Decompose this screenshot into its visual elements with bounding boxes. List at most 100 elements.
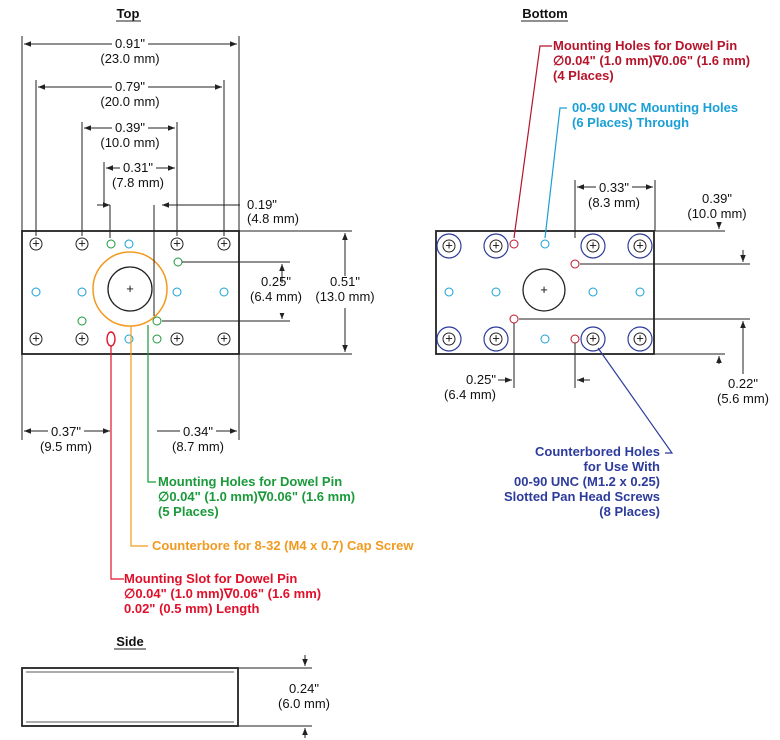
svg-text:+: + [636,331,644,346]
blue-leader [597,347,674,454]
dim-0.19-mm: (4.8 mm) [247,211,299,226]
blue-callout: Counterbored Holes for Use With 00-90 UN… [504,444,660,519]
svg-text:(8 Places): (8 Places) [599,504,660,519]
svg-text:∅0.04" (1.0 mm)∇0.06" (1.6 mm): ∅0.04" (1.0 mm)∇0.06" (1.6 mm) [124,586,321,601]
svg-text:+: + [445,331,453,346]
green-callout: Mounting Holes for Dowel Pin ∅0.04" (1.0… [158,474,355,519]
svg-text:∅0.04" (1.0 mm)∇0.06" (1.6 mm): ∅0.04" (1.0 mm)∇0.06" (1.6 mm) [158,489,355,504]
dim-0.39-in: 0.39" [115,120,145,135]
svg-text:+: + [492,331,500,346]
svg-text:+: + [540,282,548,297]
dim-0.39-mm: (10.0 mm) [100,135,159,150]
dim-0.19-in: 0.19" [247,197,277,212]
darkred-callout: Mounting Holes for Dowel Pin ∅0.04" (1.0… [553,38,750,83]
cyan-leader [544,107,567,239]
dim-b0.22-in: 0.22" [728,376,758,391]
svg-text:Mounting Slot for Dowel Pin: Mounting Slot for Dowel Pin [124,571,297,586]
svg-text:+: + [445,238,453,253]
svg-text:+: + [220,331,228,346]
top-view: Top + + + + + + + + + [21,6,414,616]
bottom-counterbored-holes: + + + + + + + + [436,233,653,352]
dim-b0.25-mm: (6.4 mm) [444,387,496,402]
side-title: Side [116,634,143,649]
top-black-holes: + + + + + + + + [29,236,231,346]
hole [75,332,89,346]
top-center-hole [107,266,153,312]
svg-text:00-90 UNC Mounting Holes: 00-90 UNC Mounting Holes [572,100,738,115]
svg-text:+: + [589,238,597,253]
svg-text:0.02" (0.5 mm) Length: 0.02" (0.5 mm) Length [124,601,260,616]
bottom-view: Bottom + + + + + + + + + [435,6,769,519]
svg-text:Slotted Pan Head Screws: Slotted Pan Head Screws [504,489,660,504]
dim-b0.25-in: 0.25" [466,372,496,387]
dim-b0.39-mm: (10.0 mm) [687,206,746,221]
svg-text:(4 Places): (4 Places) [553,68,614,83]
top-red-slot [106,331,116,347]
orange-leader [130,326,148,547]
bottom-red-holes [509,239,580,344]
orange-callout: Counterbore for 8-32 (M4 x 0.7) Cap Scre… [152,538,414,553]
green-leader [147,325,156,483]
dim-side-0.24-mm: (6.0 mm) [278,696,330,711]
dim-b0.22-mm: (5.6 mm) [717,391,769,406]
side-plate [21,667,239,727]
dim-b0.33-in: 0.33" [599,180,629,195]
hole [217,332,231,346]
hole [170,237,184,251]
cyan-callout: 00-90 UNC Mounting Holes (6 Places) Thro… [572,100,738,130]
dim-0.31-in: 0.31" [123,160,153,175]
dim-0.25-in: 0.25" [261,274,291,289]
svg-text:+: + [636,238,644,253]
dim-0.91-mm: (23.0 mm) [100,51,159,66]
red-slot-callout: Mounting Slot for Dowel Pin ∅0.04" (1.0 … [124,571,321,616]
svg-text:Counterbore for 8-32 (M4 x 0.7: Counterbore for 8-32 (M4 x 0.7) Cap Scre… [152,538,414,553]
hole [217,237,231,251]
bottom-cyan-holes [444,239,645,344]
side-view: Side 0.24" (6.0 mm) [21,634,330,738]
svg-text:(5 Places): (5 Places) [158,504,219,519]
dim-0.31-mm: (7.8 mm) [112,175,164,190]
svg-text:+: + [78,236,86,251]
hole [75,237,89,251]
svg-text:+: + [32,331,40,346]
hole [29,332,43,346]
dim-0.34-mm: (8.7 mm) [172,439,224,454]
dim-b0.39-in: 0.39" [702,191,732,206]
svg-text:(6 Places) Through: (6 Places) Through [572,115,689,130]
dim-side-0.24-in: 0.24" [289,681,319,696]
hole [170,332,184,346]
dim-0.37-mm: (9.5 mm) [40,439,92,454]
dim-0.51-in: 0.51" [330,274,360,289]
svg-text:+: + [492,238,500,253]
dim-0.37-in: 0.37" [51,424,81,439]
svg-text:+: + [589,331,597,346]
bottom-center-hole [522,268,566,312]
svg-text:for Use With: for Use With [584,459,660,474]
top-counterbore-ring [92,251,168,327]
svg-text:00-90 UNC (M1.2 x 0.25): 00-90 UNC (M1.2 x 0.25) [514,474,660,489]
dim-0.34-in: 0.34" [183,424,213,439]
darkred-leader [513,45,552,239]
svg-text:+: + [173,331,181,346]
top-cyan-holes [31,239,229,344]
svg-text:Mounting Holes for Dowel Pin: Mounting Holes for Dowel Pin [553,38,737,53]
dim-b0.33-mm: (8.3 mm) [588,195,640,210]
svg-text:Mounting Holes for Dowel Pin: Mounting Holes for Dowel Pin [158,474,342,489]
svg-text:+: + [32,236,40,251]
hole [29,237,43,251]
svg-text:+: + [220,236,228,251]
top-title: Top [117,6,140,21]
dim-0.91-in: 0.91" [115,36,145,51]
svg-text:Counterbored Holes: Counterbored Holes [535,444,660,459]
svg-text:+: + [78,331,86,346]
red-leader [110,346,124,580]
dim-0.79-mm: (20.0 mm) [100,94,159,109]
dim-0.79-in: 0.79" [115,79,145,94]
bottom-title: Bottom [522,6,568,21]
svg-text:∅0.04" (1.0 mm)∇0.06" (1.6 mm): ∅0.04" (1.0 mm)∇0.06" (1.6 mm) [553,53,750,68]
top-green-holes [77,239,183,344]
dim-0.51-mm: (13.0 mm) [315,289,374,304]
top-center-mark: + [126,281,134,296]
svg-text:+: + [173,236,181,251]
